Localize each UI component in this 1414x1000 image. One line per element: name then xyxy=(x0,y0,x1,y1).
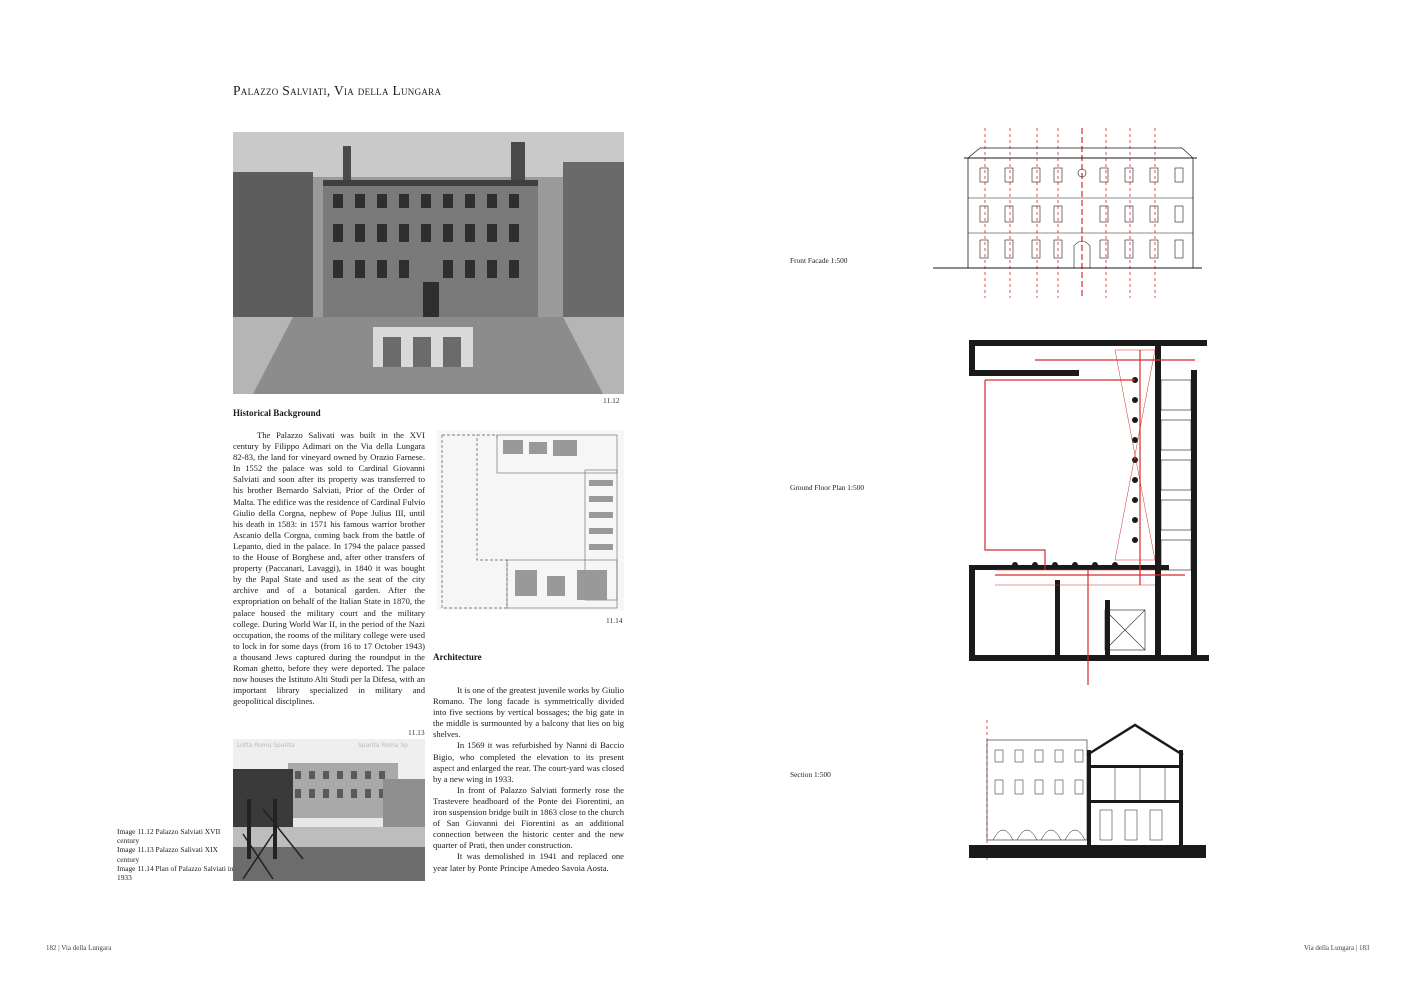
figure-number-11-13: 11.13 xyxy=(408,728,425,737)
architecture-text: It is one of the greatest juvenile works… xyxy=(433,685,624,874)
footer-left: 182 | Via della Lungara xyxy=(46,944,112,952)
watermark-right: Sparita Roma Sp xyxy=(358,742,408,749)
architecture-heading: Architecture xyxy=(433,652,482,662)
section-label: Section 1:500 xyxy=(790,770,831,779)
facade-label: Front Facade 1:500 xyxy=(790,256,848,265)
front-facade-drawing xyxy=(930,128,1205,298)
plan-label: Ground Floor Plan 1:500 xyxy=(790,483,865,492)
figure-number-11-12: 11.12 xyxy=(603,396,620,405)
architecture-paragraph-2: In 1569 it was refurbished by Nanni di B… xyxy=(433,740,624,784)
architecture-paragraph-4: It was demolished in 1941 and replaced o… xyxy=(433,851,624,873)
caption-11-14: Image 11.14 Plan of Palazzo Salviati in … xyxy=(117,863,234,883)
photo-palazzo-salviati-xix: Lotta Roma Sparita Sparita Roma Sp xyxy=(233,739,425,881)
watermark-left: Lotta Roma Sparita xyxy=(237,742,295,749)
architecture-paragraph-1: It is one of the greatest juvenile works… xyxy=(433,685,624,740)
page-title: Palazzo Salviati, Via della Lungara xyxy=(233,83,442,98)
historical-paragraph: The Palazzo Salivati was built in the XV… xyxy=(233,430,425,707)
historical-background-text: The Palazzo Salivati was built in the XV… xyxy=(233,430,425,707)
figure-number-11-14: 11.14 xyxy=(606,616,623,625)
caption-11-13: Image 11.13 Palazzo Salivati XIX century xyxy=(117,845,218,864)
caption-11-12: Image 11.12 Palazzo Salviati XVII centur… xyxy=(117,827,221,846)
plan-drawing-1933 xyxy=(437,430,624,610)
ground-floor-plan-drawing xyxy=(955,320,1215,685)
engraving-image-palazzo-salviati xyxy=(233,132,624,394)
architecture-paragraph-3: In front of Palazzo Salviati formerly ro… xyxy=(433,784,624,851)
footer-right: Via della Lungara | 183 xyxy=(1304,944,1370,952)
historical-background-heading: Historical Background xyxy=(233,408,321,418)
section-drawing xyxy=(965,720,1210,860)
image-captions: Image 11.12 Palazzo Salviati XVII centur… xyxy=(117,827,237,882)
